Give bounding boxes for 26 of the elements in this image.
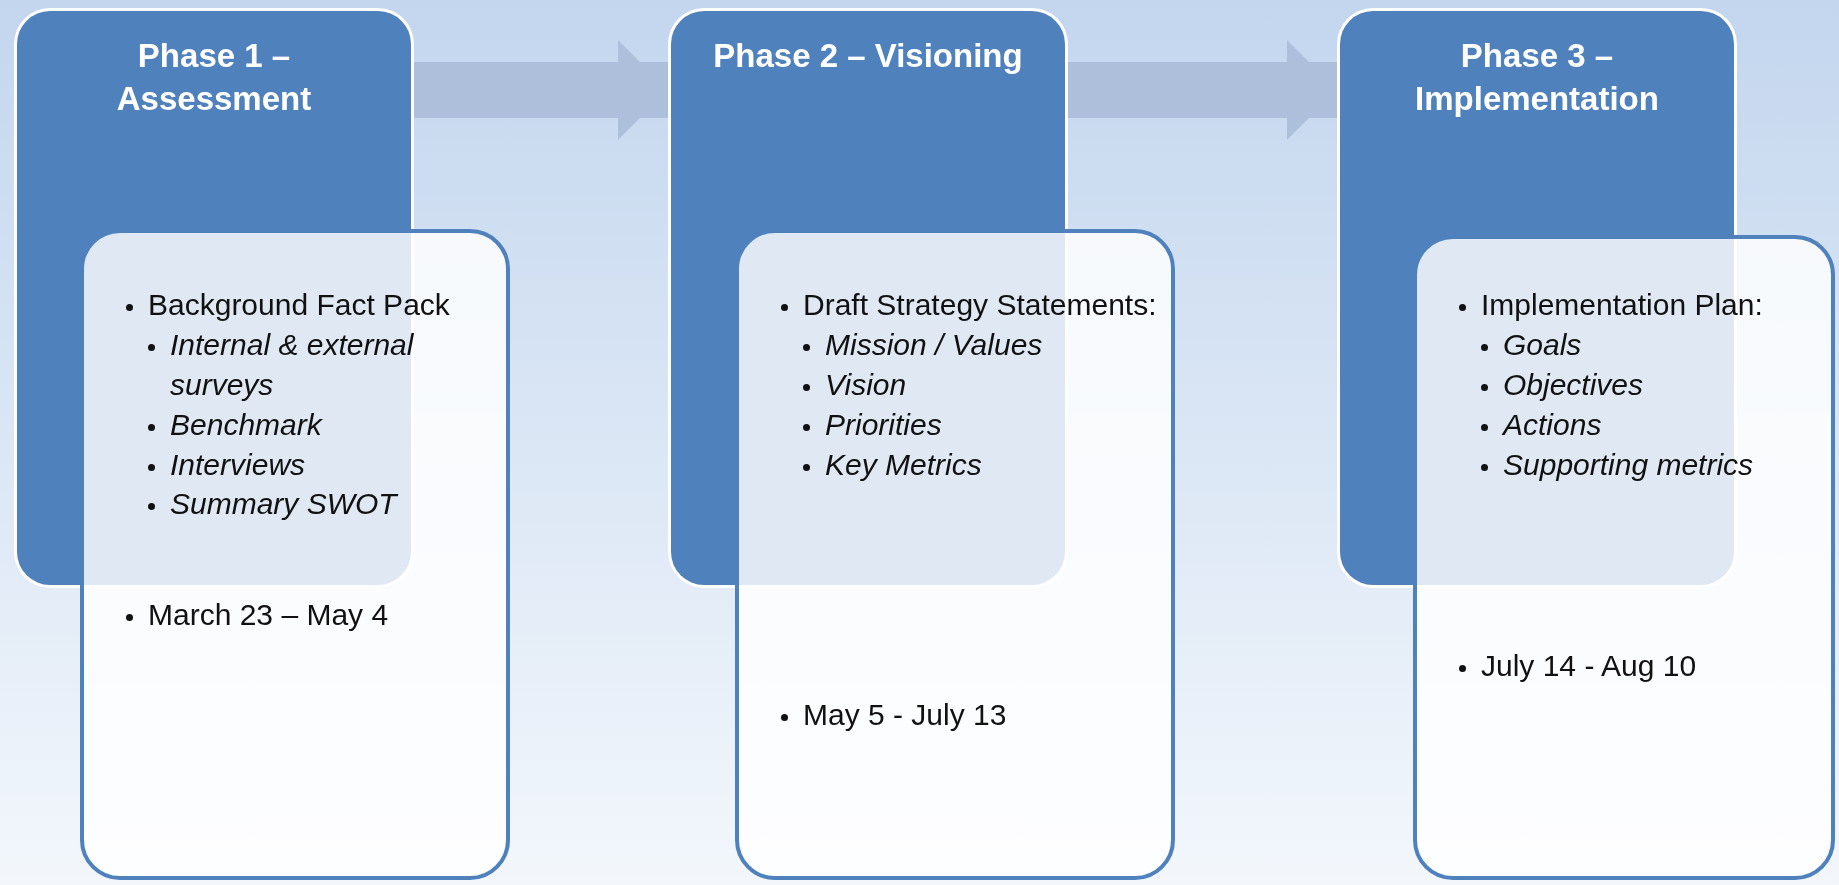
sub-item: Interviews — [170, 447, 306, 481]
date-range: March 23 – May 4 — [148, 598, 389, 631]
sub-item: Internal & external surveys — [170, 327, 414, 401]
sub-item: Objectives — [1503, 367, 1644, 401]
list-item: Implementation Plan: — [1481, 288, 1763, 321]
phase-title: Phase 3 – Implementation — [1414, 36, 1660, 119]
sub-item: Benchmark — [170, 407, 322, 441]
sub-item: Mission / Values — [825, 327, 1043, 361]
date-range: July 14 - Aug 10 — [1481, 649, 1697, 682]
phase-box — [1337, 8, 1737, 228]
phase-title: Phase 1 – Assessment — [115, 36, 313, 119]
arrow — [414, 40, 668, 140]
phase-title: Phase 2 – Visioning — [712, 36, 1024, 76]
date-range: May 5 - July 13 — [803, 698, 1007, 731]
arrow — [1068, 40, 1337, 140]
list-item: Draft Strategy Statements: — [803, 288, 1157, 321]
phase-box — [668, 8, 1068, 228]
sub-item: Key Metrics — [825, 447, 982, 481]
sub-item: Vision — [825, 367, 907, 401]
sub-item: Priorities — [825, 407, 942, 441]
list-item: Background Fact Pack — [148, 288, 450, 321]
sub-item: Summary SWOT — [170, 487, 397, 521]
phase-box — [14, 8, 414, 228]
sub-item: Goals — [1503, 327, 1582, 361]
sub-item: Actions — [1503, 407, 1602, 441]
sub-item: Supporting metrics — [1503, 447, 1754, 481]
